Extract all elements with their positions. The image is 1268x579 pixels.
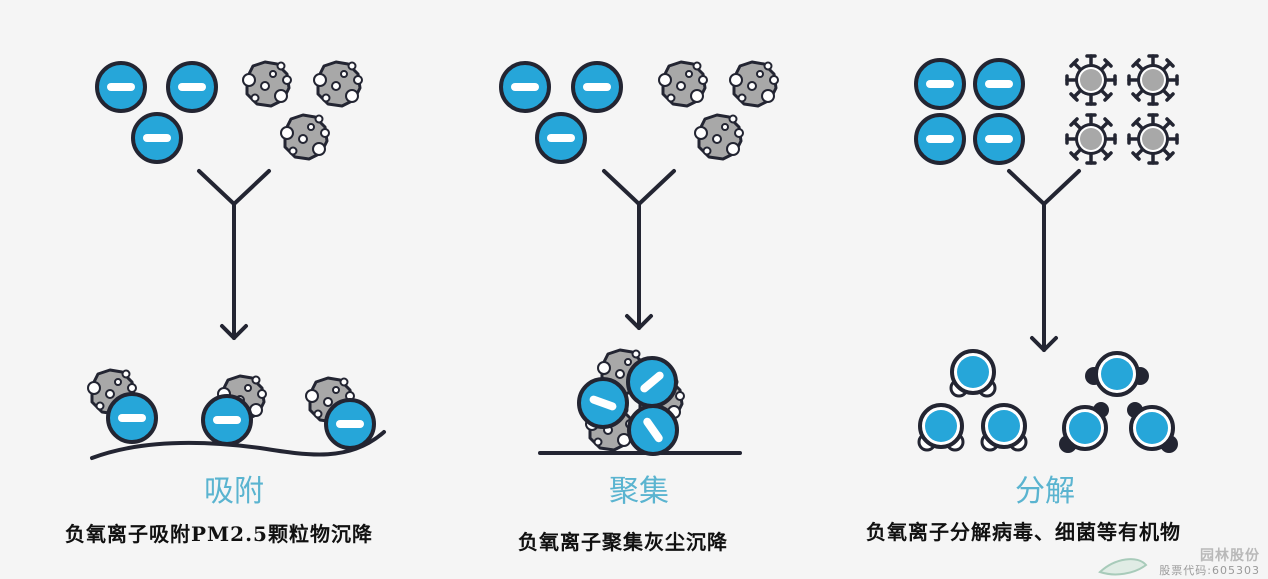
dust-particle-icon [279,113,331,161]
negative-ion-icon [577,377,629,429]
negative-ion-icon [324,398,376,450]
watermark-stock-code: 股票代码:605303 [1159,564,1260,577]
negative-ion-icon [571,61,623,113]
virus-group [1065,54,1179,165]
merge-arrow [1007,169,1081,352]
dust-particle-icon [241,60,293,108]
virus-icon [1127,54,1179,106]
watermark-company: 园林股份 [1200,548,1260,564]
caption-decomposition: 负氧离子分解病毒、细菌等有机物 [866,520,1181,544]
merge-arrow [602,169,676,330]
ion-group [95,61,218,164]
panel-decomposition [914,54,1179,453]
dust-particle-icon [693,113,745,161]
ion-group [914,58,1025,165]
decomposed-cells-right [1059,351,1178,453]
bound-particle [86,368,158,444]
decomposed-cell-icon [917,403,965,452]
panel-aggregation [499,60,780,456]
decomposed-cells-left [917,349,1028,452]
aggregated-cluster [577,348,686,456]
decomposed-cell-icon [949,349,997,398]
dust-particle-icon [657,60,709,108]
negative-ion-icon [166,61,218,113]
negative-ion-icon [95,61,147,113]
virus-icon [1127,113,1179,165]
negative-ion-icon [627,404,679,456]
virus-icon [1065,54,1117,106]
panel-title-aggregation: 聚集 [609,474,669,509]
bound-particle [304,376,376,450]
panel-adsorption [86,60,386,460]
decomposed-cell-icon [1127,402,1178,453]
caption-aggregation: 负氧离子聚集灰尘沉降 [518,530,728,554]
negative-ion-icon [535,112,587,164]
decomposed-cell-icon [980,403,1028,452]
negative-ion-icon [106,392,158,444]
merge-arrow [197,169,271,340]
dust-group [241,60,364,161]
watermark-logo-icon [1098,558,1148,576]
surface-curve [90,430,386,460]
negative-ion-icon [499,61,551,113]
bound-particle [201,374,268,446]
negative-ion-icon [626,356,678,408]
negative-ion-icon [973,113,1025,165]
negative-ion-icon [973,58,1025,110]
panel-title-decomposition: 分解 [1015,474,1075,509]
dust-group [657,60,780,161]
negative-ion-icon [131,112,183,164]
negative-ion-icon [914,58,966,110]
ion-group [499,61,623,164]
virus-icon [1065,113,1117,165]
caption-adsorption: 负氧离子吸附PM2.5颗粒物沉降 [65,522,373,546]
negative-ion-icon [201,394,253,446]
decomposed-cell-icon [1059,402,1109,453]
panel-title-adsorption: 吸附 [204,474,264,509]
dust-particle-icon [312,60,364,108]
decomposed-cell-icon [1085,351,1149,397]
negative-ion-icon [914,113,966,165]
dust-particle-icon [728,60,780,108]
